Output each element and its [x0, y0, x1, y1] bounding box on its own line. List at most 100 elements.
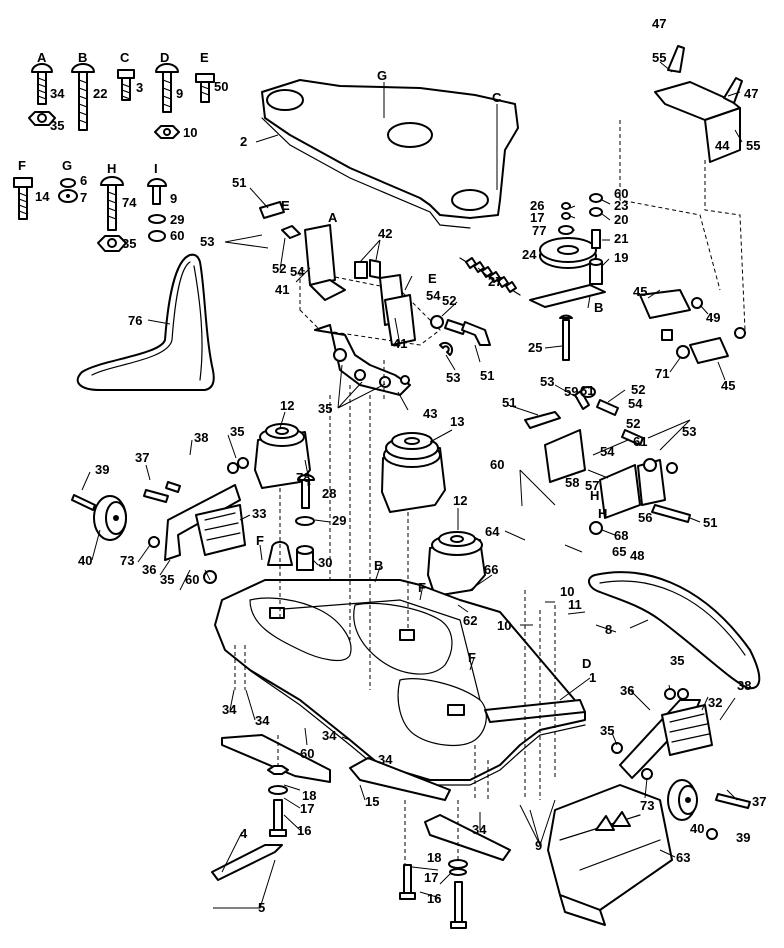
- letter-a: A: [37, 50, 47, 65]
- mower-deck-1: [214, 579, 586, 786]
- letter-h-right: H: [590, 488, 599, 503]
- part-52-a: 52: [272, 261, 286, 276]
- part-22: 22: [93, 86, 107, 101]
- part-27: 27: [488, 274, 502, 289]
- hardware-c: [117, 69, 135, 101]
- hardware-b: [71, 63, 95, 131]
- hardware-a: [28, 63, 56, 126]
- hardware-d: [154, 63, 180, 139]
- part-34-e: 34: [378, 752, 393, 767]
- part-51-d: 51: [703, 515, 717, 530]
- letter-b-center: B: [374, 558, 383, 573]
- letter-a-bracket: A: [328, 210, 338, 225]
- letter-h: H: [107, 161, 116, 176]
- part-53-a: 53: [200, 234, 214, 249]
- part-35-d: 35: [160, 572, 174, 587]
- part-14: 14: [35, 189, 50, 204]
- spindle-12-right: [427, 531, 486, 597]
- part-57: 57: [585, 478, 599, 493]
- part-8: 8: [605, 622, 612, 637]
- part-51-b: 51: [480, 368, 494, 383]
- part-2: 2: [240, 134, 247, 149]
- part-34-c: 34: [255, 713, 270, 728]
- blades-and-hardware: [211, 734, 511, 929]
- part-29-i: 29: [170, 212, 184, 227]
- part-21: 21: [614, 231, 628, 246]
- letter-i: I: [154, 161, 158, 176]
- part-13: 13: [450, 414, 464, 429]
- part-55-b: 55: [746, 138, 760, 153]
- part-34-a: 34: [50, 86, 65, 101]
- letter-f-left: F: [256, 533, 264, 548]
- part-51-c: 51: [502, 395, 516, 410]
- part-32: 32: [708, 695, 722, 710]
- part-49: 49: [706, 310, 720, 325]
- letter-e: E: [200, 50, 209, 65]
- idler-pulley-24: [529, 193, 606, 361]
- part-10-d: 10: [183, 125, 197, 140]
- belt-48: [588, 571, 761, 690]
- part-19: 19: [614, 250, 628, 265]
- part-51-a: 51: [232, 175, 246, 190]
- letter-d-right: D: [582, 656, 591, 671]
- part-17-c: 17: [424, 870, 438, 885]
- part-55-a: 55: [652, 50, 666, 65]
- part-74: 74: [122, 195, 137, 210]
- part-24: 24: [522, 247, 537, 262]
- left-wheel-assembly: [71, 457, 249, 584]
- part-17-b: 17: [300, 801, 314, 816]
- part-35-b: 35: [318, 401, 332, 416]
- part-16-a: 16: [297, 823, 311, 838]
- part-29: 29: [332, 513, 346, 528]
- part-36-a: 36: [142, 562, 156, 577]
- hardware-i: [147, 178, 167, 242]
- part-54-d: 54: [600, 444, 615, 459]
- part-62: 62: [463, 613, 477, 628]
- part-12-b: 12: [453, 493, 467, 508]
- part-10-b: 10: [560, 584, 574, 599]
- part-23: 23: [614, 198, 628, 213]
- part-34-f: 34: [472, 822, 487, 837]
- part-48: 48: [630, 548, 644, 563]
- part-54-c: 54: [628, 396, 643, 411]
- letter-g: G: [62, 158, 72, 173]
- leader-lines: [81, 61, 743, 909]
- letter-c-cover: C: [492, 90, 502, 105]
- letter-e-bracket: E: [281, 198, 290, 213]
- part-56: 56: [638, 510, 652, 525]
- part-37-a: 37: [135, 450, 149, 465]
- part-60-d: 60: [300, 746, 314, 761]
- part-41-b: 41: [393, 336, 407, 351]
- part-9-d: 9: [176, 86, 183, 101]
- part-18-b: 18: [427, 850, 441, 865]
- letter-b-pulley: B: [594, 300, 603, 315]
- discharge-chute-63: [547, 784, 673, 926]
- part-7: 7: [80, 190, 87, 205]
- part-40-a: 40: [78, 553, 92, 568]
- part-15: 15: [365, 794, 379, 809]
- part-73-b: 73: [640, 798, 654, 813]
- letter-f: F: [18, 158, 26, 173]
- hardware-f: [13, 177, 33, 220]
- part-44: 44: [715, 138, 730, 153]
- part-61-a: 61: [580, 383, 594, 398]
- part-30: 30: [318, 555, 332, 570]
- part-53-d: 53: [682, 424, 696, 439]
- part-4: 4: [240, 826, 248, 841]
- letter-f-center: F: [418, 580, 426, 595]
- part-58: 58: [565, 475, 579, 490]
- part-33: 33: [252, 506, 266, 521]
- part-68: 68: [614, 528, 628, 543]
- part-52-b: 52: [442, 293, 456, 308]
- part-53-b: 53: [446, 370, 460, 385]
- spindle-13-center: [381, 432, 446, 513]
- part-35-e: 35: [670, 653, 684, 668]
- part-35-c: 35: [230, 424, 244, 439]
- part-9: 9: [535, 838, 542, 853]
- part-77: 77: [532, 223, 546, 238]
- part-11: 11: [568, 597, 582, 612]
- part-35-h: 35: [122, 236, 136, 251]
- part-28: 28: [322, 486, 336, 501]
- part-number-labels: 34 35 22 3 9 10 50 14 6 7 74 35 9 29 60 …: [35, 16, 766, 915]
